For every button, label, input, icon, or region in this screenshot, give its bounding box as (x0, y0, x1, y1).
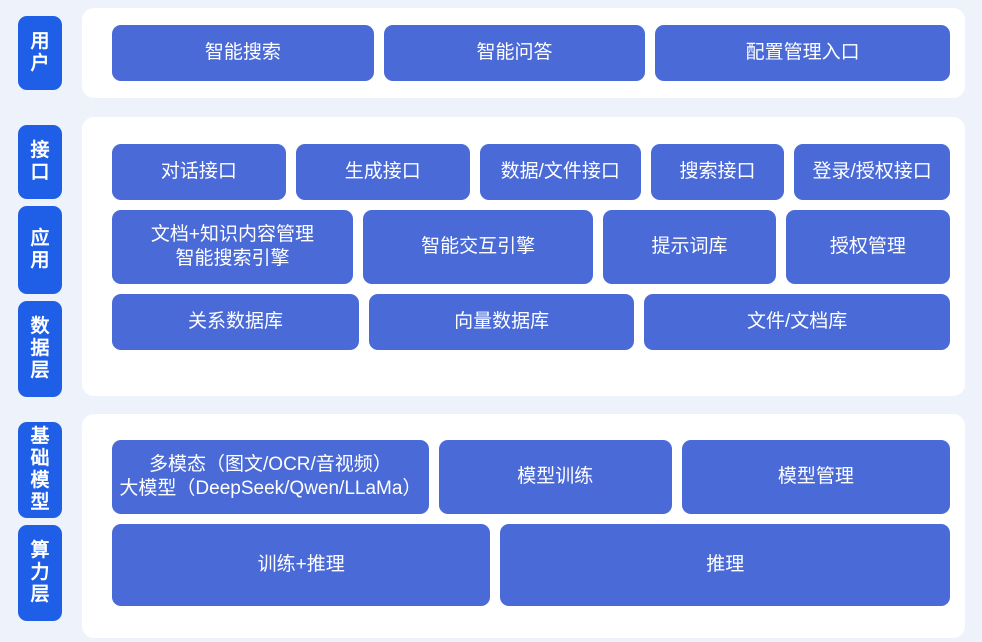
panel-base: 多模态（图文/OCR/音视频） 大模型（DeepSeek/Qwen/LLaMa）… (82, 414, 965, 638)
panel-mid: 对话接口 生成接口 数据/文件接口 搜索接口 登录/授权接口 文档+知识内容管理… (82, 117, 965, 396)
section-foundation-compute: 基础模型 算力层 多模态（图文/OCR/音视频） 大模型（DeepSeek/Qw… (0, 414, 982, 638)
layer-tab-foundation-model[interactable]: 基础模型 (18, 422, 62, 518)
row-interface: 对话接口 生成接口 数据/文件接口 搜索接口 登录/授权接口 (112, 144, 950, 200)
rail-user: 用户 (18, 16, 62, 90)
box-doc-knowledge-management[interactable]: 文档+知识内容管理 智能搜索引擎 (112, 210, 353, 284)
layer-tab-interface-label: 接口 (30, 139, 51, 183)
layer-tab-data[interactable]: 数据层 (18, 301, 62, 397)
box-model-training[interactable]: 模型训练 (438, 440, 672, 514)
box-data-file-interface[interactable]: 数据/文件接口 (479, 144, 641, 200)
box-vector-database[interactable]: 向量数据库 (369, 294, 635, 350)
box-file-document-store[interactable]: 文件/文档库 (644, 294, 950, 350)
row-data: 关系数据库 向量数据库 文件/文档库 (112, 294, 950, 350)
box-intelligent-qa[interactable]: 智能问答 (383, 25, 646, 81)
section-user: 用户 智能搜索 智能问答 配置管理入口 (0, 4, 982, 102)
row-foundation-model: 多模态（图文/OCR/音视频） 大模型（DeepSeek/Qwen/LLaMa）… (112, 440, 950, 514)
box-search-interface[interactable]: 搜索接口 (650, 144, 785, 200)
box-inference[interactable]: 推理 (500, 524, 950, 606)
box-prompt-library[interactable]: 提示词库 (603, 210, 776, 284)
box-model-management[interactable]: 模型管理 (681, 440, 950, 514)
row-compute: 训练+推理 推理 (112, 524, 950, 606)
layer-tab-compute[interactable]: 算力层 (18, 525, 62, 621)
box-multimodal-large-model[interactable]: 多模态（图文/OCR/音视频） 大模型（DeepSeek/Qwen/LLaMa） (112, 440, 429, 514)
box-generation-interface[interactable]: 生成接口 (295, 144, 470, 200)
row-application: 文档+知识内容管理 智能搜索引擎 智能交互引擎 提示词库 授权管理 (112, 210, 951, 284)
layer-tab-application-label: 应用 (30, 227, 51, 271)
rail-mid: 接口 应用 数据层 (18, 125, 62, 397)
layer-tab-user-label: 用户 (30, 30, 51, 74)
layer-tab-user[interactable]: 用户 (18, 16, 62, 90)
section-interface-application-data: 接口 应用 数据层 对话接口 生成接口 数据/文件接口 搜索接口 登录/授权接口… (0, 117, 982, 397)
box-intelligent-search[interactable]: 智能搜索 (112, 25, 374, 81)
box-intelligent-interaction-engine[interactable]: 智能交互引擎 (362, 210, 594, 284)
layer-tab-compute-label: 算力层 (30, 539, 51, 606)
layer-tab-data-label: 数据层 (30, 315, 51, 382)
rail-base: 基础模型 算力层 (18, 422, 62, 621)
layer-tab-foundation-model-label: 基础模型 (30, 425, 51, 514)
layer-tab-interface[interactable]: 接口 (18, 125, 62, 199)
panel-user: 智能搜索 智能问答 配置管理入口 (82, 8, 965, 98)
box-dialog-interface[interactable]: 对话接口 (112, 144, 286, 200)
box-config-management-entry[interactable]: 配置管理入口 (655, 25, 950, 81)
box-authorization-management[interactable]: 授权管理 (785, 210, 951, 284)
layer-tab-application[interactable]: 应用 (18, 206, 62, 294)
row-user-features: 智能搜索 智能问答 配置管理入口 (112, 25, 950, 81)
box-training-inference[interactable]: 训练+推理 (112, 524, 491, 606)
box-relational-database[interactable]: 关系数据库 (112, 294, 360, 350)
box-login-auth-interface[interactable]: 登录/授权接口 (794, 144, 950, 200)
